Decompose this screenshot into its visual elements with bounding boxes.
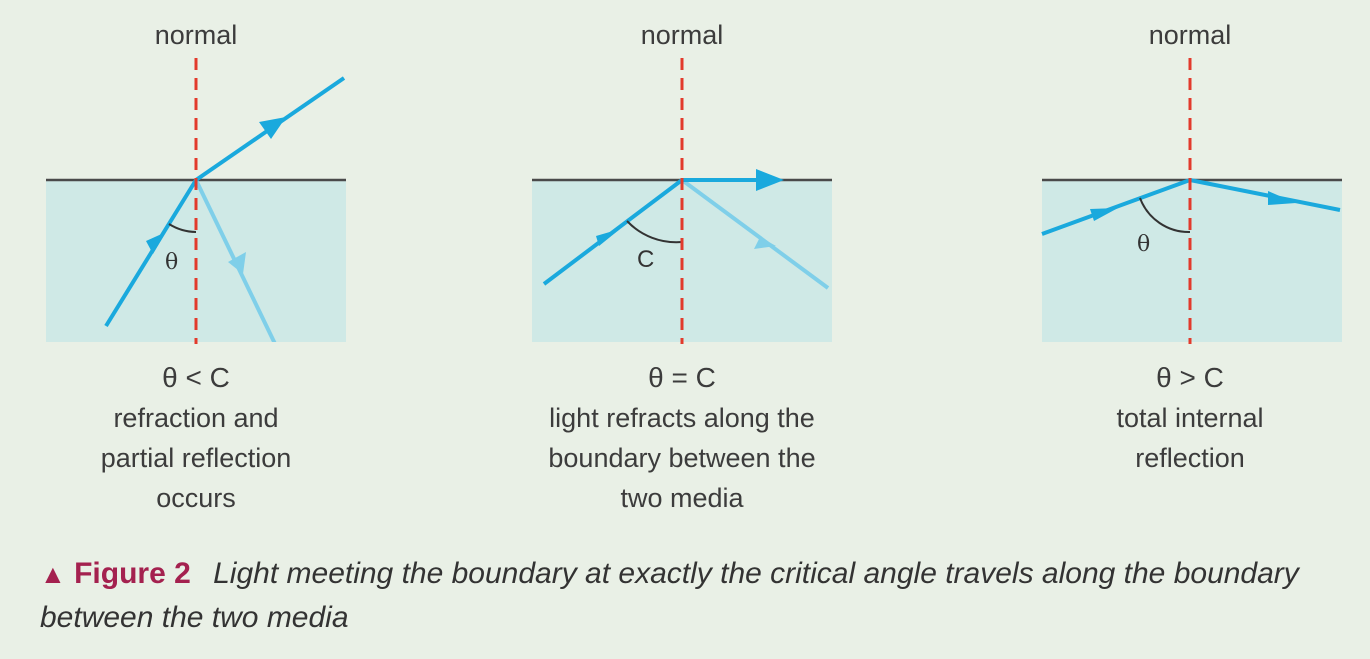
incident-ray-arrow bbox=[146, 232, 166, 254]
panel-1-diagram bbox=[46, 58, 346, 344]
angle-label: θ bbox=[165, 250, 179, 275]
partial-reflected-ray bbox=[680, 180, 830, 290]
condition-text: θ > C bbox=[1156, 362, 1224, 393]
description-line: light refracts along the bbox=[549, 403, 815, 433]
condition-text: θ < C bbox=[162, 362, 230, 393]
reflected-ray-arrow bbox=[228, 252, 246, 274]
panel-3-description: θ > C total internal reflection bbox=[990, 358, 1370, 478]
angle-label: θ bbox=[1137, 232, 1151, 257]
angle-label: C bbox=[637, 246, 655, 273]
reflected-ray-arrow bbox=[1268, 191, 1296, 205]
description-line: two media bbox=[620, 483, 744, 513]
refracted-ray-arrow bbox=[259, 117, 286, 139]
refracted-ray-arrow bbox=[756, 169, 784, 191]
figure-label: Figure 2 bbox=[74, 557, 191, 590]
description-line: reflection bbox=[1135, 443, 1245, 473]
refraction-diagram bbox=[46, 58, 1342, 344]
reflected-ray bbox=[1189, 178, 1341, 212]
description-line: refraction and bbox=[113, 403, 279, 433]
normal-label: normal bbox=[1148, 20, 1232, 50]
angle-arc bbox=[626, 220, 683, 244]
incident-ray bbox=[1041, 178, 1191, 236]
figure-caption: ▲ Figure 2 Light meeting the boundary at… bbox=[40, 552, 1340, 640]
description-line: boundary between the bbox=[548, 443, 816, 473]
panel-2-description: θ = C light refracts along the boundary … bbox=[482, 358, 882, 518]
normal-label: normal bbox=[640, 20, 724, 50]
description-line: total internal bbox=[1116, 403, 1264, 433]
angle-arc bbox=[1139, 197, 1191, 234]
triangle-marker-icon: ▲ bbox=[40, 559, 66, 589]
condition-text: θ = C bbox=[648, 362, 716, 393]
description-line: partial reflection bbox=[100, 443, 292, 473]
panel-2-diagram bbox=[532, 58, 832, 344]
description-line: occurs bbox=[156, 483, 236, 513]
incident-ray-arrow bbox=[1090, 208, 1118, 221]
incident-ray bbox=[104, 178, 198, 328]
reflected-ray-arrow bbox=[754, 237, 776, 249]
angle-arc bbox=[168, 223, 197, 233]
panel-1-description: θ < C refraction and partial reflection … bbox=[0, 358, 396, 518]
caption-text: Light meeting the boundary at exactly th… bbox=[40, 557, 1299, 634]
incident-ray-arrow bbox=[596, 229, 620, 246]
panel-3-diagram bbox=[1041, 58, 1342, 344]
normal-label: normal bbox=[154, 20, 238, 50]
medium-block bbox=[1042, 180, 1342, 342]
